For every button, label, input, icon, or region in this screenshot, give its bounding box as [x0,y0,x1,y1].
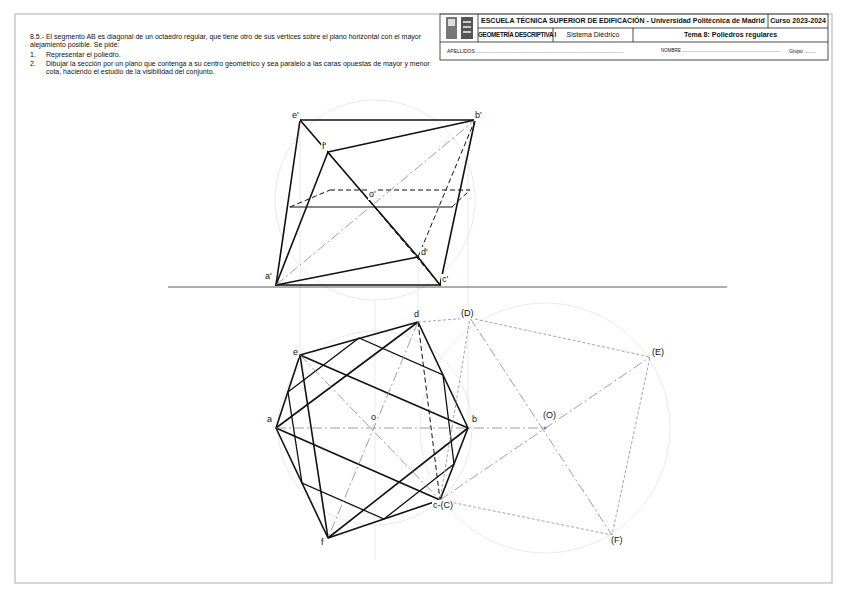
point-label: (F) [610,535,624,546]
item-text: Dibujar la sección por un plano que cont… [46,60,440,77]
diagonal-ab-elevation [276,120,475,285]
point-label: o [370,412,377,423]
ground-line [168,287,727,288]
point-label: o' [368,189,377,200]
point-label: d [413,309,420,320]
school-logo [446,17,473,39]
point-label: d' [420,247,429,258]
point-label: c' [441,274,449,285]
item-text: Representar el poliedro. [46,51,121,59]
point-label: a [266,414,273,425]
item-number: 1. [30,51,36,59]
topic-name: Tema 8: Poliedros regulares [633,28,828,42]
surname-field: APELLIDOS ..............................… [444,42,654,60]
item-number: 2. [30,60,36,68]
point-label: a' [264,271,273,282]
exercise-statement: 8.5.- El segmento AB es diagonal de un o… [30,33,440,50]
group-field: Grupo ........ [786,42,826,60]
point-label: c-(C) [432,500,454,511]
point-label: b' [474,110,483,121]
section-plan [288,338,454,519]
point-label: (E) [651,347,665,358]
axis-lines-plan [276,318,650,538]
school-name: ESCUELA TÉCNICA SUPERIOR DE EDIFICACIÓN … [478,14,768,28]
hidden-edges-elevation [290,120,475,285]
construction-lines [275,100,670,560]
hidden-edges-plan [418,322,440,500]
point-label: f [320,537,325,548]
point-label: (O) [542,410,557,421]
subject-name: GEOMETRÍA DESCRIPTIVA I [478,28,553,42]
rabatment-square [418,318,650,535]
octahedron-plan [276,322,468,538]
center-point [544,427,547,430]
point-label: e [292,347,299,358]
page-frame [15,14,832,583]
course-year: Curso 2023-2024 [768,14,828,28]
point-label: e' [291,110,300,121]
point-label: (D) [460,308,475,319]
title-block [440,14,828,60]
point-label: f' [321,141,327,152]
system-name: Sistema Diédrico [553,28,633,42]
name-field: NOMBRE .................................… [658,42,782,60]
octahedron-elevation [276,120,475,285]
point-label: b [471,414,478,425]
